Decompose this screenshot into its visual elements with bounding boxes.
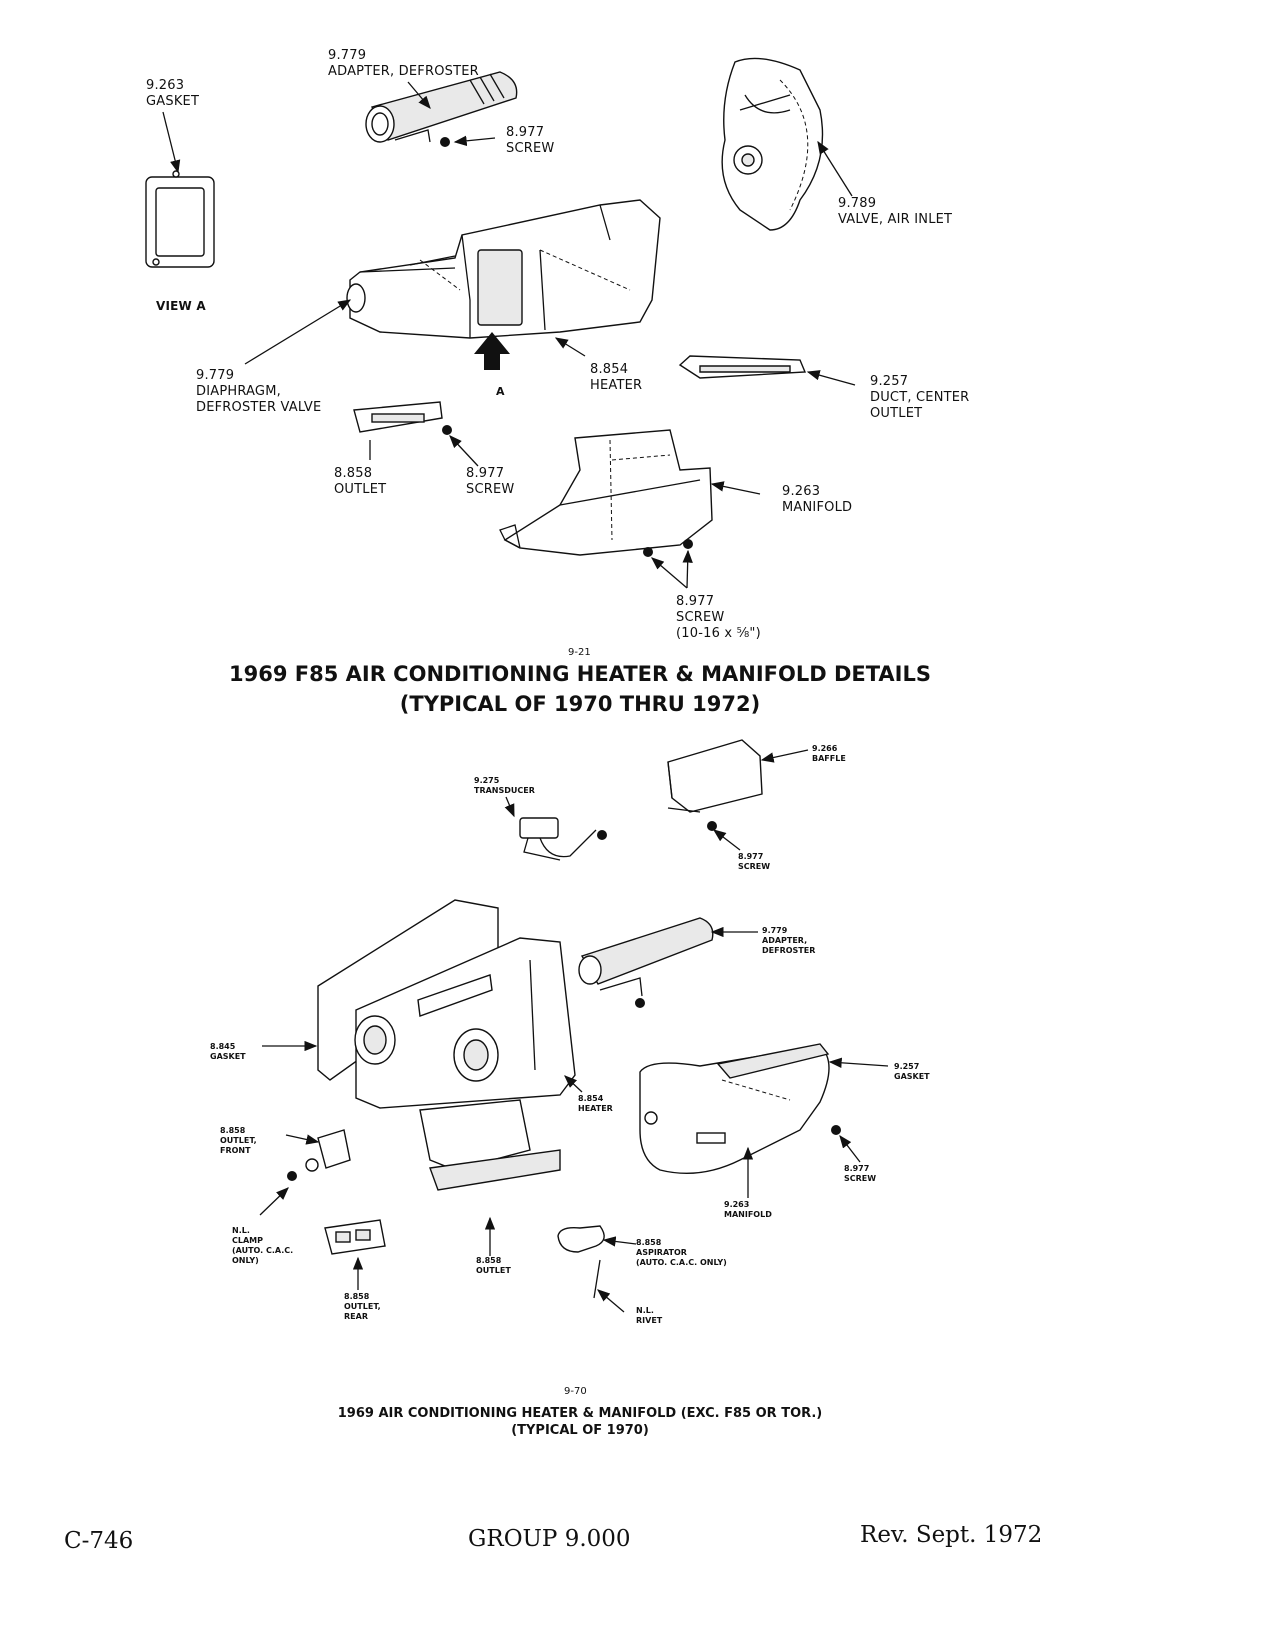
callout-screw-manifold: 8.977 SCREW: [844, 1164, 877, 1183]
callout-gasket-view-a: 9.263 GASKET: [146, 78, 200, 109]
heater-case-part: [346, 199, 661, 339]
callout-duct-center-outlet: 9.257 DUCT, CENTER OUTLET: [870, 374, 970, 421]
view-a-arrow-icon: [474, 332, 510, 370]
callout-screw-baffle: 8.977 SCREW: [738, 852, 771, 871]
callout-manifold-2: 9.263 MANIFOLD: [724, 1200, 772, 1219]
callout-transducer: 9.275 TRANSDUCER: [474, 776, 535, 795]
duct-center-outlet-part: [678, 355, 807, 379]
adapter-defroster-part: [365, 71, 518, 143]
group-number: GROUP 9.000: [468, 1526, 631, 1552]
figure1-title: 1969 F85 AIR CONDITIONING HEATER & MANIF…: [229, 662, 931, 686]
outlet-rear-part: [324, 1219, 386, 1255]
callout-gasket-right: 9.257 GASKET: [894, 1062, 930, 1081]
page-code: C-746: [64, 1528, 134, 1554]
figure2-number: 9-70: [564, 1386, 587, 1397]
view-a-label: VIEW A: [156, 299, 206, 313]
revision-date: Rev. Sept. 1972: [860, 1522, 1043, 1548]
transducer-part: [519, 817, 607, 861]
callout-clamp: N.L. CLAMP (AUTO. C.A.C. ONLY): [232, 1226, 294, 1265]
adapter-defroster-2-part: [578, 917, 714, 1008]
callout-heater: 8.854 HEATER: [590, 362, 643, 393]
callout-outlet-rear: 8.858 OUTLET, REAR: [344, 1292, 381, 1321]
outlet-front-part: [305, 1129, 351, 1172]
figure2-subtitle: (TYPICAL OF 1970): [511, 1423, 649, 1438]
callout-aspirator: 8.858 ASPIRATOR (AUTO. C.A.C. ONLY): [636, 1238, 727, 1267]
callout-heater-2: 8.854 HEATER: [578, 1094, 613, 1113]
callout-outlet: 8.858 OUTLET: [334, 466, 387, 497]
callout-baffle: 9.266 BAFFLE: [812, 744, 846, 763]
air-inlet-valve-part: [721, 57, 824, 231]
callout-diaphragm: 9.779 DIAPHRAGM, DEFROSTER VALVE: [196, 368, 322, 415]
callout-gasket-left: 8.845 GASKET: [210, 1042, 246, 1061]
callout-adapter-defroster-2: 9.779 ADAPTER, DEFROSTER: [762, 926, 816, 955]
baffle-part: [667, 739, 763, 813]
callout-rivet: N.L. RIVET: [636, 1306, 663, 1325]
arrow-a-label: A: [496, 385, 505, 398]
figure2-title: 1969 AIR CONDITIONING HEATER & MANIFOLD …: [337, 1406, 823, 1421]
callout-manifold: 9.263 MANIFOLD: [782, 484, 853, 515]
manifold-part: [499, 429, 713, 556]
callout-valve-air-inlet: 9.789 VALVE, AIR INLET: [838, 196, 953, 227]
callout-adapter-defroster: 9.779 ADAPTER, DEFROSTER: [328, 48, 479, 79]
heater-assembly-part: [317, 899, 576, 1191]
outlet-part: [353, 401, 443, 433]
figure1-subtitle: (TYPICAL OF 1970 THRU 1972): [399, 692, 761, 716]
callout-outlet-front: 8.858 OUTLET, FRONT: [220, 1126, 257, 1155]
callout-screw-top: 8.977 SCREW: [506, 125, 555, 156]
callout-outlet-bottom: 8.858 OUTLET: [476, 1256, 511, 1275]
manifold-2-part: [639, 1043, 830, 1174]
callout-screw-mid: 8.977 SCREW: [466, 466, 515, 497]
callout-screw-bottom: 8.977 SCREW (10-16 x ⅝"): [676, 594, 761, 641]
aspirator-part: [557, 1225, 605, 1299]
figure1-number: 9-21: [568, 647, 591, 658]
gasket-view-a-part: [145, 170, 215, 268]
